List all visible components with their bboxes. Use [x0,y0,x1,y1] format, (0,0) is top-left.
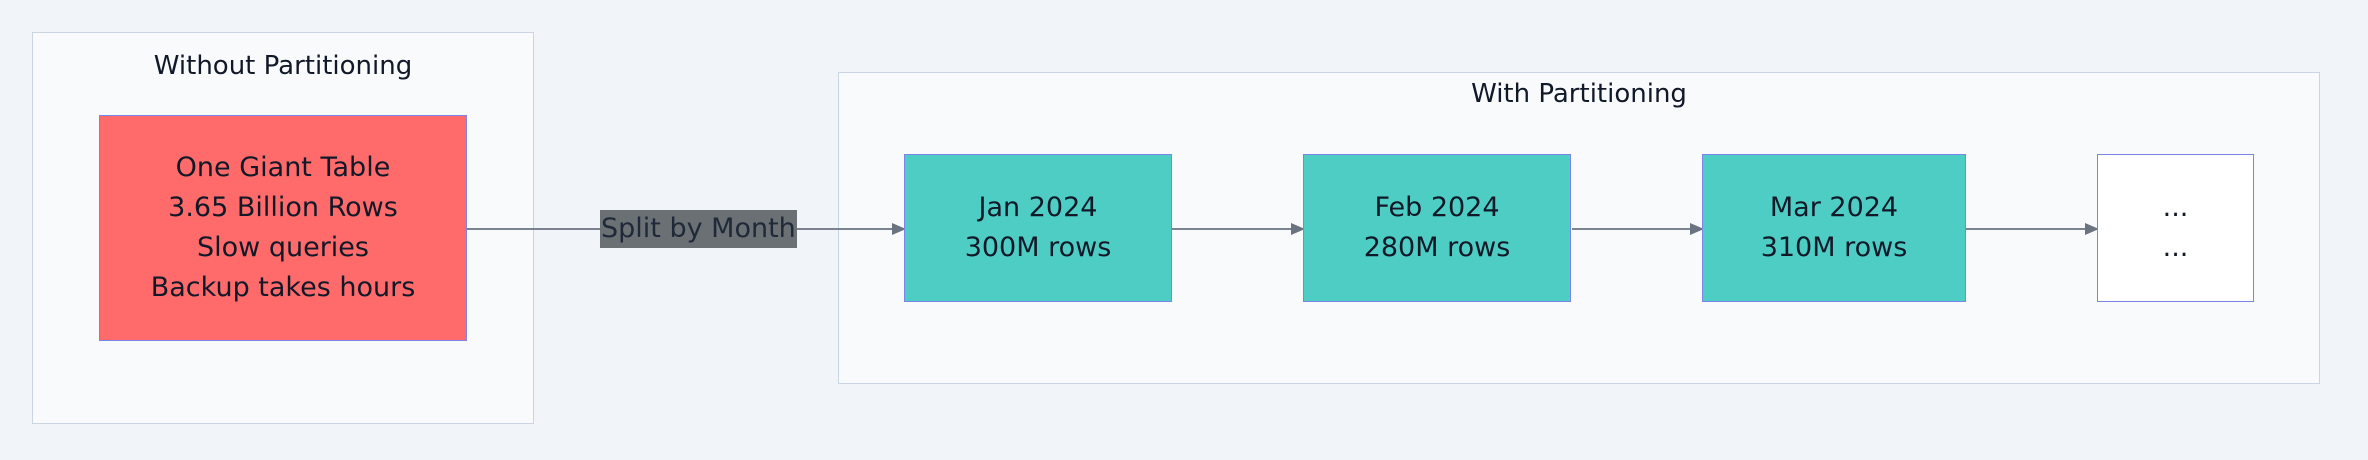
node-more-partitions[interactable]: ... ... [2097,154,2254,302]
giant-table-line-4: Backup takes hours [150,272,416,303]
giant-table-line-1: One Giant Table [175,152,391,183]
node-jan-2024[interactable]: Jan 2024 300M rows [904,154,1172,302]
jan-rows: 300M rows [964,232,1112,263]
mar-label: Mar 2024 [1769,192,1899,223]
jan-label: Jan 2024 [978,192,1098,223]
more-line-1: ... [2162,192,2189,223]
giant-table-line-2: 3.65 Billion Rows [168,192,398,223]
feb-rows: 280M rows [1363,232,1511,263]
more-line-2: ... [2162,232,2189,263]
edge-label-split-by-month: Split by Month [600,210,797,248]
node-giant-table[interactable]: One Giant Table 3.65 Billion Rows Slow q… [99,115,467,341]
feb-label: Feb 2024 [1374,192,1500,223]
node-feb-2024[interactable]: Feb 2024 280M rows [1303,154,1571,302]
node-mar-2024[interactable]: Mar 2024 310M rows [1702,154,1966,302]
mar-rows: 310M rows [1760,232,1908,263]
giant-table-line-3: Slow queries [197,232,369,263]
cluster-title-without: Without Partitioning [153,51,413,81]
cluster-title-with: With Partitioning [1471,79,1687,109]
